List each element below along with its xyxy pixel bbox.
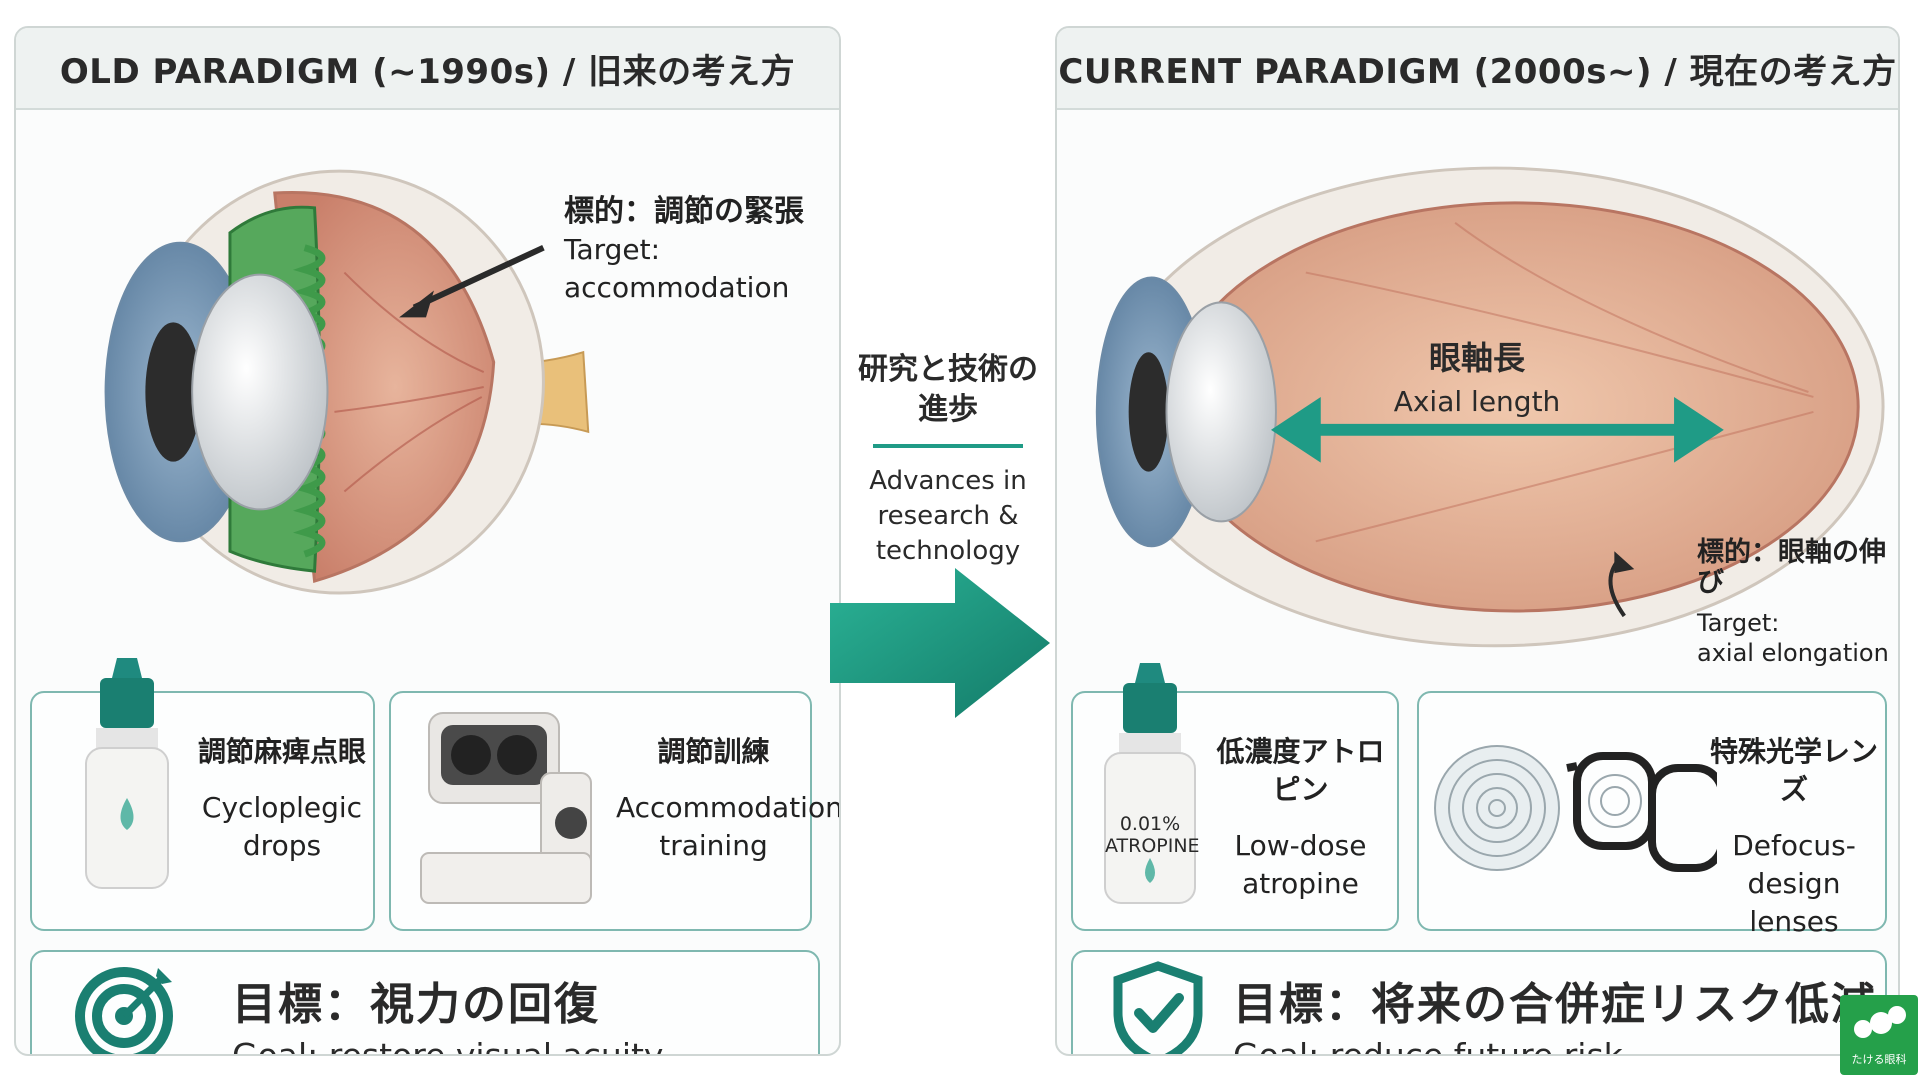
current-goal-box: 目標：将来の合併症リスク低減 Goal: reduce future risk xyxy=(1071,950,1887,1056)
old-goal-en: Goal: restore visual acuity xyxy=(232,1036,664,1056)
axial-length-label: 眼軸長 Axial length xyxy=(1342,333,1612,418)
low-dose-atropine-jp: 低濃度アトロピン xyxy=(1216,735,1385,806)
old-goal-box: 目標：視力の回復 Goal: restore visual acuity xyxy=(30,950,820,1056)
defocus-lenses-jp: 特殊光学レンズ xyxy=(1709,735,1878,806)
current-goal-text: 目標：将来の合併症リスク低減 Goal: reduce future risk xyxy=(1233,968,1877,1056)
defocus-lenses-label: 特殊光学レンズ Defocus-design lenses xyxy=(1704,733,1884,941)
low-dose-atropine-en-1: Low-dose xyxy=(1234,829,1367,862)
clinic-logo: たける眼科 xyxy=(1840,995,1918,1075)
current-goal-jp: 目標：将来の合併症リスク低減 xyxy=(1233,979,1877,1030)
old-goal-text: 目標：視力の回復 Goal: restore visual acuity xyxy=(232,968,664,1056)
defocus-lenses-card: 特殊光学レンズ Defocus-design lenses xyxy=(1417,691,1887,938)
transition-jp-1: 研究と技術の xyxy=(858,352,1038,387)
old-target-label: 標的：調節の緊張 Target: accommodation xyxy=(564,193,804,307)
transition-divider xyxy=(873,444,1023,448)
old-target-jp: 標的：調節の緊張 xyxy=(564,194,804,229)
axial-length-jp: 眼軸長 xyxy=(1428,339,1525,377)
transition-jp: 研究と技術の 進歩 xyxy=(843,350,1053,430)
cycloplegic-drops-label: 調節麻痺点眼 Cycloplegic drops xyxy=(192,733,372,865)
accommodation-eye-illustration xyxy=(104,169,590,595)
atropine-bottle-label: 0.01% ATROPINE xyxy=(1105,813,1200,857)
defocus-lenses-en-2: lenses xyxy=(1749,905,1839,938)
low-dose-atropine-label: 低濃度アトロピン Low-dose atropine xyxy=(1203,733,1398,903)
old-paradigm-panel: OLD PARADIGM (~1990s) / 旧来の考え方 xyxy=(14,26,841,1056)
old-goal-jp: 目標：視力の回復 xyxy=(232,979,600,1030)
accommodation-training-label: 調節訓練 Accommodation training xyxy=(616,733,841,865)
accommodation-training-jp: 調節訓練 xyxy=(657,735,770,768)
clinic-logo-icon xyxy=(1854,1006,1906,1038)
transition-section: 研究と技術の 進歩 Advances in research & technol… xyxy=(843,350,1053,569)
training-device-icon xyxy=(420,712,592,904)
accommodation-training-card: 調節訓練 Accommodation training xyxy=(389,691,841,931)
current-target-en-1: Target: xyxy=(1697,609,1780,637)
current-paradigm-panel: CURRENT PARADIGM (2000s~) / 現在の考え方 xyxy=(1055,26,1900,1056)
old-target-en-1: Target: xyxy=(564,233,661,266)
old-target-en-2: accommodation xyxy=(564,271,790,304)
old-paradigm-header: OLD PARADIGM (~1990s) / 旧来の考え方 xyxy=(16,28,839,110)
current-target-en-2: axial elongation xyxy=(1697,639,1889,667)
eye-drop-bottle-icon xyxy=(85,658,169,889)
atropine-bottle-name: ATROPINE xyxy=(1105,835,1200,857)
cycloplegic-drops-jp: 調節麻痺点眼 xyxy=(197,735,366,768)
current-target-label: 標的：眼軸の伸び Target: axial elongation xyxy=(1697,538,1898,668)
current-goal-en: Goal: reduce future risk xyxy=(1233,1036,1623,1056)
axial-length-eye-illustration xyxy=(1095,166,1885,648)
shield-check-icon xyxy=(1113,961,1203,1054)
target-bullseye-icon xyxy=(75,967,173,1054)
transition-en-2: research & xyxy=(877,501,1019,531)
current-target-jp: 標的：眼軸の伸び xyxy=(1697,537,1886,598)
cycloplegic-drops-card: 調節麻痺点眼 Cycloplegic drops xyxy=(30,658,375,931)
atropine-bottle-percent: 0.01% xyxy=(1119,813,1181,835)
current-paradigm-header: CURRENT PARADIGM (2000s~) / 現在の考え方 xyxy=(1057,28,1898,110)
transition-en-1: Advances in xyxy=(869,466,1027,496)
clinic-logo-text: たける眼科 xyxy=(1851,1053,1907,1066)
defocus-lenses-icon xyxy=(1434,745,1717,872)
accommodation-training-en-1: Accommodation xyxy=(616,791,841,824)
low-dose-atropine-en-2: atropine xyxy=(1242,867,1359,900)
transition-en-3: technology xyxy=(875,536,1021,566)
atropine-bottle-icon xyxy=(1104,663,1196,904)
low-dose-atropine-card: 0.01% ATROPINE 低濃度アトロピン Low-dose atropin… xyxy=(1071,663,1399,931)
transition-en: Advances in research & technology xyxy=(843,464,1053,569)
axial-length-en: Axial length xyxy=(1393,385,1561,418)
accommodation-training-en-2: training xyxy=(659,829,768,862)
defocus-lenses-en-1: Defocus-design xyxy=(1732,829,1856,900)
cycloplegic-drops-en-2: drops xyxy=(242,829,322,862)
transition-arrow-icon xyxy=(830,568,1050,718)
cycloplegic-drops-en-1: Cycloplegic xyxy=(201,791,363,824)
transition-jp-2: 進歩 xyxy=(918,392,978,427)
